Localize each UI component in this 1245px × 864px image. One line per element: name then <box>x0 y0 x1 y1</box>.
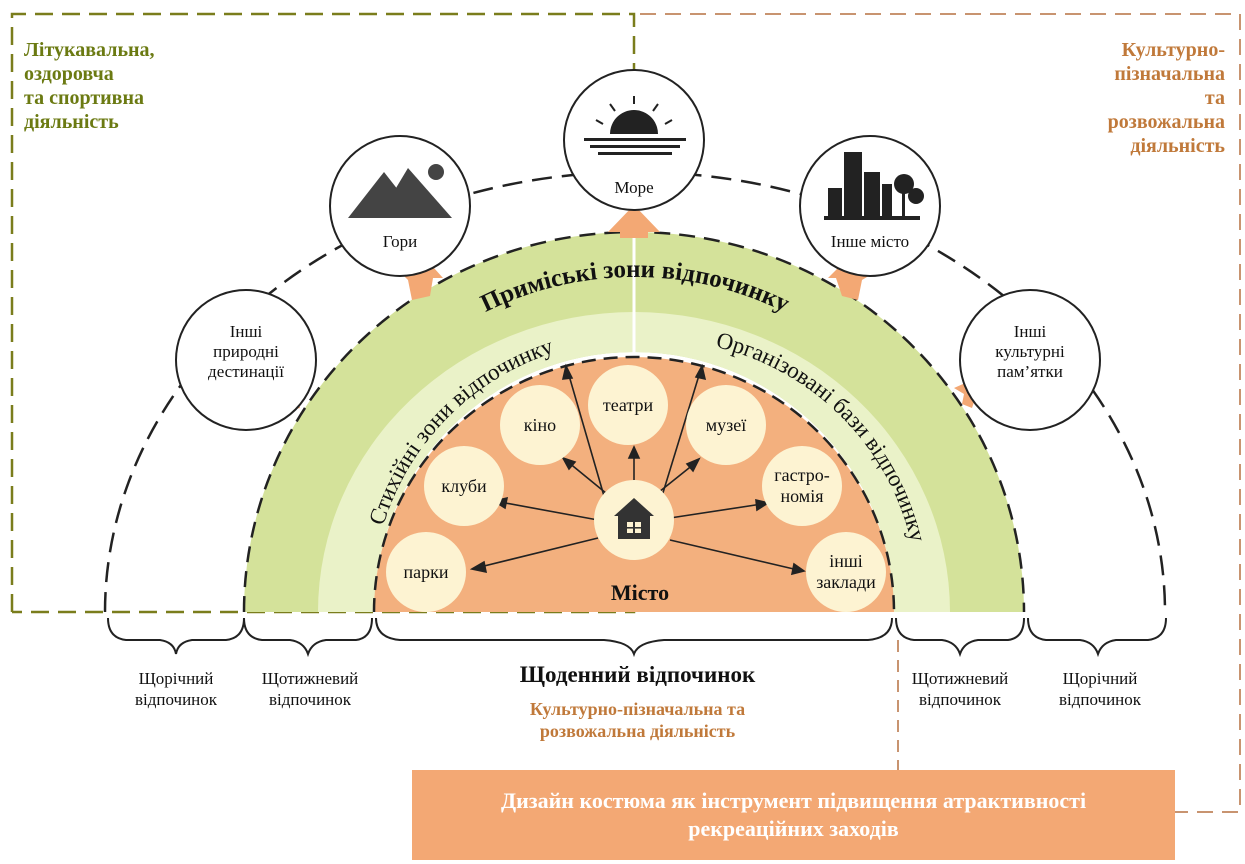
other-nature-line: природні <box>213 342 279 361</box>
other-nature-node <box>175 289 317 431</box>
clubs-label: клуби <box>441 476 487 496</box>
other-nature-line: дестинації <box>208 362 284 381</box>
annual-left-label: Щорічний відпочинок <box>106 668 246 710</box>
weekly-left-line: Щотижневий <box>261 669 359 688</box>
braces <box>107 617 1167 658</box>
corner-left-line: Літукавальна, <box>24 39 155 61</box>
corner-label-right: Культурно- пізначальна та розвожальна ді… <box>1108 38 1225 158</box>
corner-right-line: діяльність <box>1130 135 1225 157</box>
corner-left-line: оздоровча <box>24 63 114 85</box>
annual-right-line: Щорічний <box>1062 669 1138 688</box>
cinema-label: кіно <box>523 415 557 435</box>
weekly-right-line: відпочинок <box>918 690 1002 709</box>
venue-arrows <box>469 363 806 576</box>
city-dashed-arc <box>372 355 896 613</box>
brace-weekly-right <box>895 617 1025 658</box>
weekly-left-line: відпочинок <box>268 690 352 709</box>
gastronomy-label: гастро- номія <box>752 465 852 507</box>
suburban-band <box>244 232 1024 612</box>
other-nature-label: Інші природні дестинації <box>186 322 306 382</box>
mountains-icon <box>348 164 452 218</box>
banner-line: рекреаційних заходів <box>688 816 899 841</box>
weekly-right-label: Щотижневий відпочинок <box>890 668 1030 710</box>
inner-light-band <box>318 312 950 612</box>
arrow-to-sea <box>608 205 660 238</box>
annual-right-label: Щорічний відпочинок <box>1030 668 1170 710</box>
venue-circles <box>386 365 886 612</box>
theatres-node <box>588 365 668 445</box>
mountains-label: Гори <box>382 232 418 251</box>
other-culture-node <box>959 289 1101 431</box>
corner-right-line: та <box>1204 87 1225 109</box>
daily-activity-line: Культурно-пізначальна та <box>529 699 746 719</box>
daily-activity-label: Культурно-пізначальна та розвожальна дія… <box>375 698 900 742</box>
sunset-icon <box>584 96 686 155</box>
other-venues-node <box>806 532 886 612</box>
weekly-left-label: Щотижневий відпочинок <box>240 668 380 710</box>
annual-left-line: відпочинок <box>134 690 218 709</box>
theatres-label: театри <box>602 395 654 415</box>
brace-daily <box>375 617 893 658</box>
corner-right-line: розвожальна <box>1107 111 1225 133</box>
corner-label-left: Літукавальна, оздоровча та спортивна дія… <box>24 38 155 134</box>
other-venues-line: інші <box>829 551 863 571</box>
brace-annual-right <box>1027 617 1167 658</box>
other-culture-line: Інші <box>1013 322 1047 341</box>
parks-node <box>386 532 466 612</box>
daily-rest-title: Щоденний відпочинок <box>519 662 756 687</box>
house-icon <box>614 498 654 539</box>
sea-label: Море <box>614 178 654 197</box>
parks-label: парки <box>403 562 449 582</box>
daily-activity-line: розвожальна діяльність <box>539 721 736 741</box>
cinema-node <box>500 385 580 465</box>
banner-line: Дизайн костюма як інструмент підвищення … <box>500 788 1087 813</box>
brace-annual-left <box>107 617 245 655</box>
annual-left-line: Щорічний <box>138 669 214 688</box>
city-label: Місто <box>610 580 670 605</box>
other-venues-label: інші заклади <box>796 551 896 593</box>
weekly-right-line: Щотижневий <box>911 669 1009 688</box>
gastronomy-node <box>762 446 842 526</box>
other-culture-line: пам’ятки <box>997 362 1063 381</box>
corner-right-line: Культурно- <box>1121 39 1225 61</box>
skyline-icon <box>824 152 924 220</box>
other-city-label: Інше місто <box>830 232 910 251</box>
brace-weekly-left <box>243 617 373 658</box>
clubs-node <box>424 446 504 526</box>
brown-zone-border <box>640 13 1241 813</box>
gastronomy-line: номія <box>780 486 824 506</box>
bottom-banner: Дизайн костюма як інструмент підвищення … <box>412 770 1175 860</box>
other-venues-line: заклади <box>816 572 876 592</box>
other-nature-line: Інші <box>229 322 263 341</box>
other-culture-label: Інші культурні пам’ятки <box>970 322 1090 382</box>
corner-left-line: діяльність <box>24 111 119 133</box>
museums-label: музеї <box>705 415 747 435</box>
corner-right-line: пізначальна <box>1114 63 1225 85</box>
museums-node <box>686 385 766 465</box>
annual-right-line: відпочинок <box>1058 690 1142 709</box>
other-culture-line: культурні <box>995 342 1065 361</box>
corner-left-line: та спортивна <box>24 87 144 109</box>
gastronomy-line: гастро- <box>774 465 830 485</box>
